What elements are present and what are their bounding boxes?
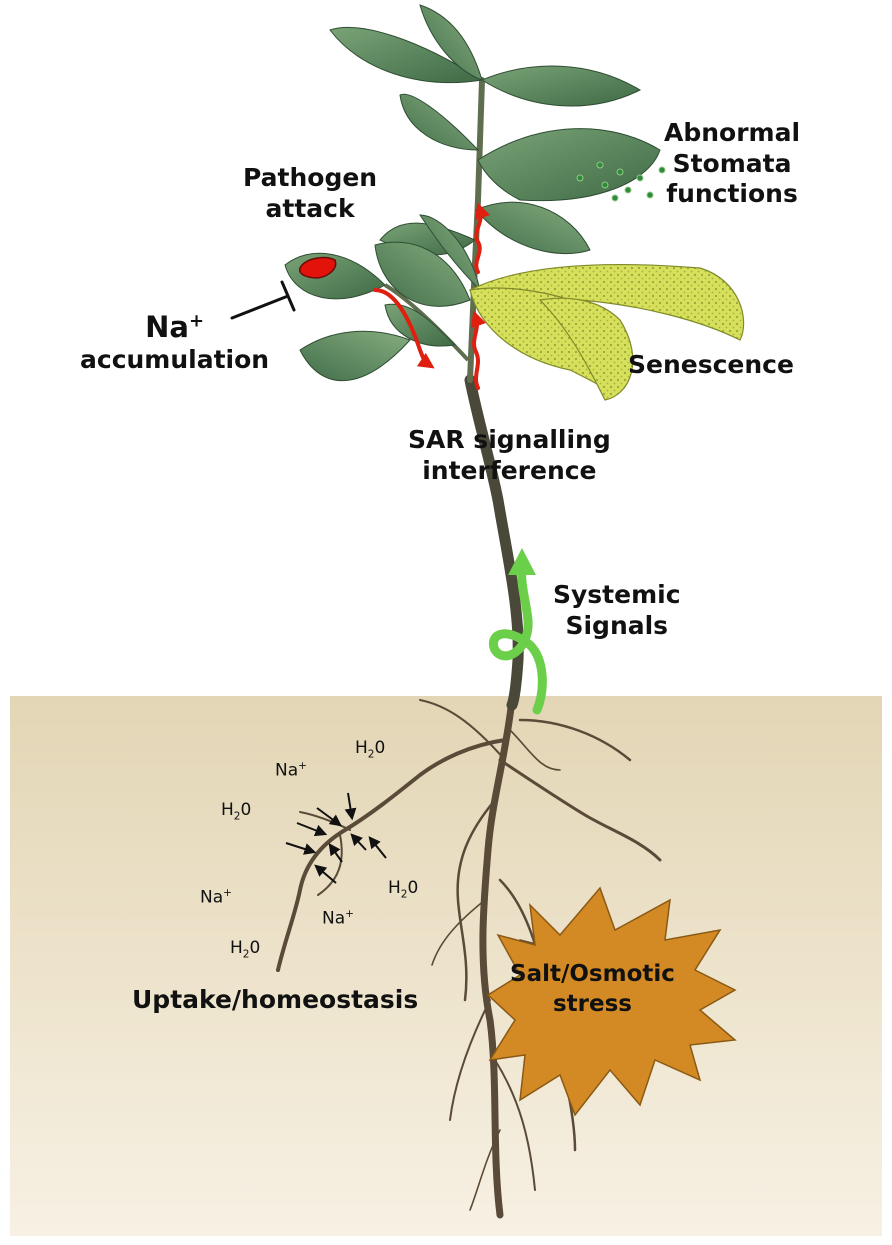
stomata-dots <box>576 161 666 202</box>
soil-region <box>10 696 882 1236</box>
sar-arrows <box>373 202 491 390</box>
senescent-leaves <box>468 263 745 401</box>
h2o-label: H20 <box>230 938 261 961</box>
leaves <box>284 4 661 382</box>
abnormal-stomata-label: Abnormal Stomata functions <box>664 118 801 208</box>
na-ion-label: Na+ <box>275 760 307 781</box>
uptake-arrows <box>285 792 387 884</box>
sar-signalling-label: SAR signalling interference <box>408 425 611 485</box>
stem <box>464 374 524 711</box>
pathogen-attack-label: Pathogen attack <box>243 163 378 223</box>
h2o-label: H20 <box>355 738 386 761</box>
salt-osmotic-stress-label: Salt/Osmotic stress <box>510 961 675 1017</box>
na-inhibition-line <box>230 280 296 320</box>
systemic-arrow <box>489 548 547 715</box>
pathogen-lesion <box>298 256 337 279</box>
uptake-homeostasis-label: Uptake/homeostasis <box>132 985 419 1014</box>
h2o-label: H20 <box>388 878 419 901</box>
systemic-signals-label: Systemic Signals <box>553 580 681 640</box>
na-ion-label: Na+ <box>200 887 232 908</box>
na-accumulation-label: Na+ accumulation <box>80 310 270 375</box>
salt-stress-burst <box>486 886 737 1117</box>
branch-left <box>383 283 470 362</box>
senescence-label: Senescence <box>628 350 794 379</box>
na-ion-label: Na+ <box>322 908 354 929</box>
h2o-label: H20 <box>221 800 252 823</box>
root-system <box>276 696 662 1219</box>
